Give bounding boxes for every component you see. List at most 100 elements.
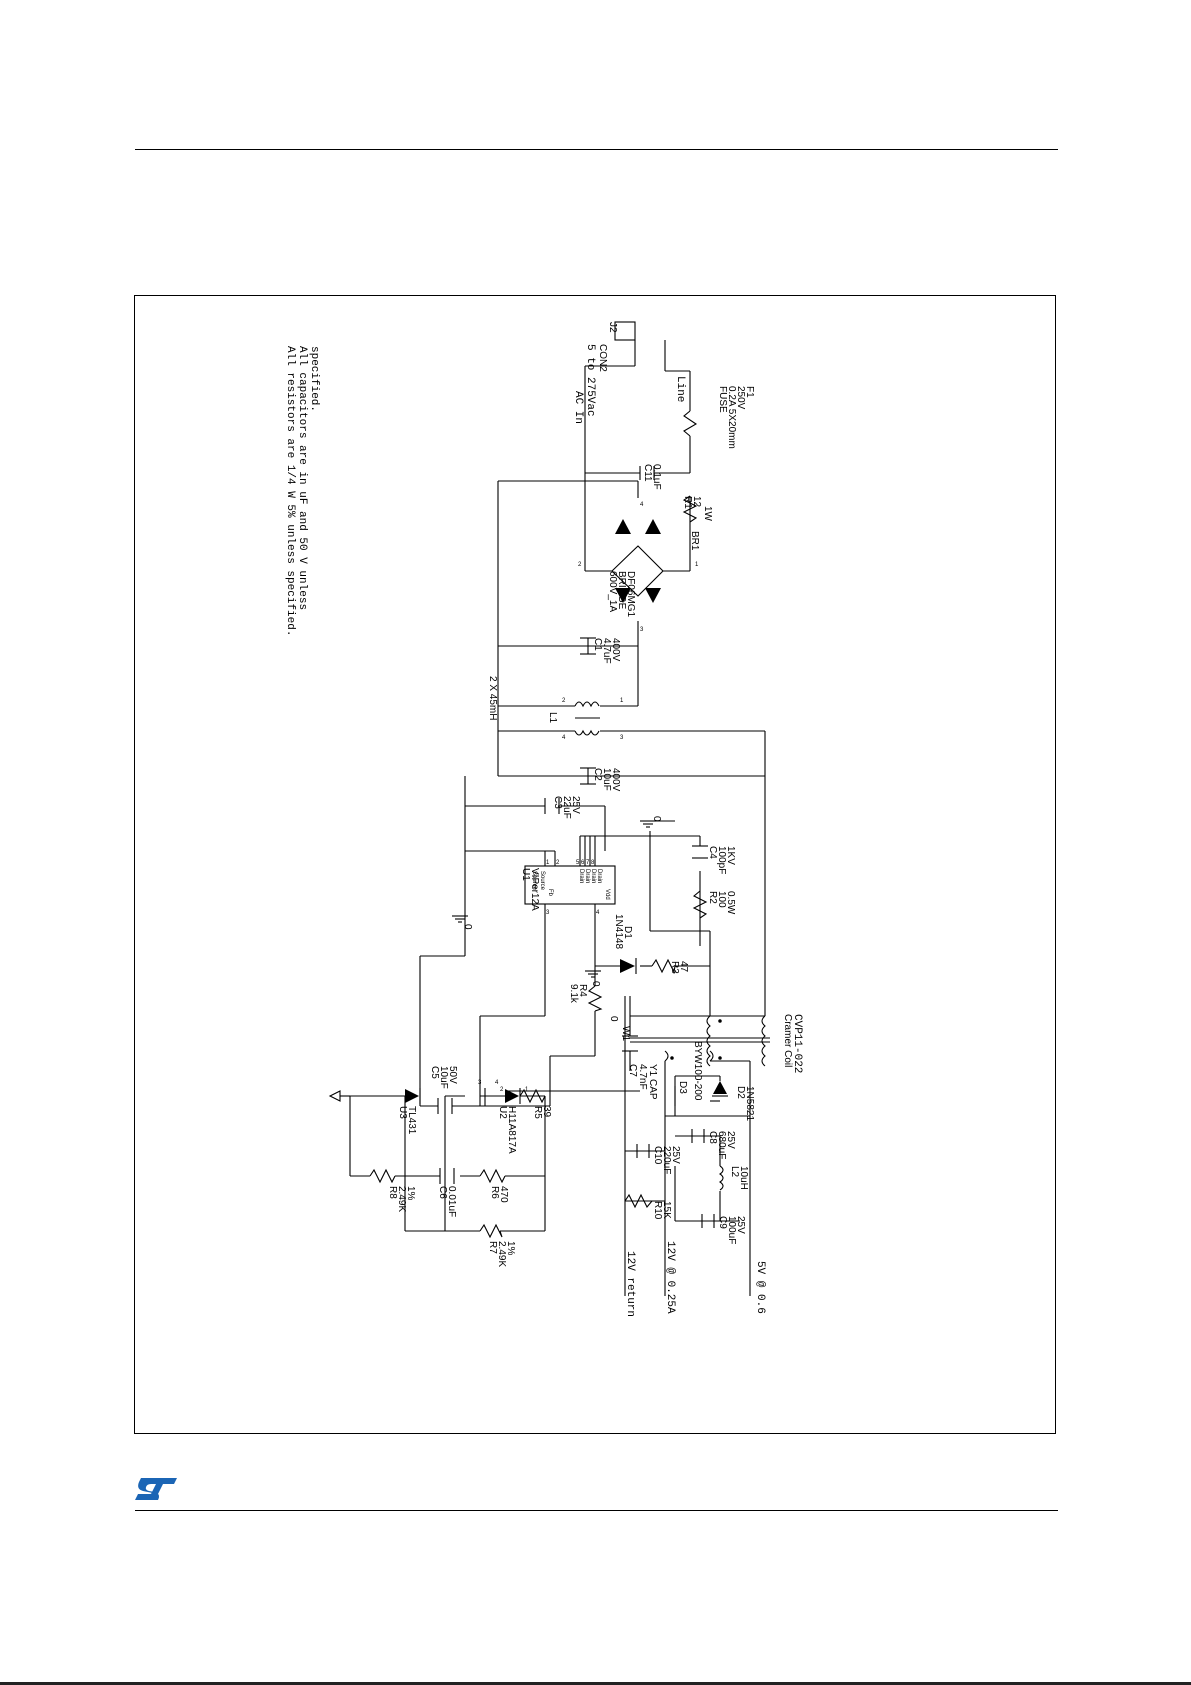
resistor-r7 xyxy=(479,1223,503,1239)
c5-label: C5 10uF 50V xyxy=(429,1066,458,1089)
svg-text:R4: R4 xyxy=(577,984,588,997)
wires xyxy=(340,340,766,1296)
footer-rule xyxy=(135,1510,1058,1511)
svg-text:R10: R10 xyxy=(652,1201,663,1220)
svg-text:1%: 1% xyxy=(505,1241,516,1256)
svg-text:F1: F1 xyxy=(744,386,755,398)
svg-text:R5: R5 xyxy=(532,1106,543,1119)
svg-text:220uF: 220uF xyxy=(661,1146,672,1174)
capacitor-c8 xyxy=(691,1129,705,1143)
transformer-label: Cramer Coil CVP11-022 xyxy=(782,1014,803,1073)
w1-label: W1 0 xyxy=(608,1016,631,1041)
svg-text:R1: R1 xyxy=(682,496,693,509)
u1-pin-1: 1 xyxy=(546,860,550,866)
svg-text:2.49K: 2.49K xyxy=(396,1186,407,1212)
svg-text:C7: C7 xyxy=(627,1064,638,1077)
u2-label: U2 H11A817A xyxy=(497,1106,517,1154)
output-12v-return: 12V return xyxy=(624,1251,636,1317)
inductor-l2 xyxy=(719,1165,724,1191)
fuse-label: FUSE 0.2A 5X20mm 250V F1 xyxy=(717,386,755,449)
c2-label: C2 10uF 400V xyxy=(592,768,621,792)
svg-text:9.1k: 9.1k xyxy=(568,984,579,1004)
u1-pin-7: 7 xyxy=(586,860,590,866)
capacitor-c1 xyxy=(580,637,596,655)
svg-text:D1: D1 xyxy=(622,926,633,939)
fuse-symbol xyxy=(683,410,698,437)
svg-text:12: 12 xyxy=(691,496,702,508)
shunt-regulator-u3 xyxy=(405,1088,421,1104)
u1-pin-3: 3 xyxy=(546,910,550,916)
u2-pin-1: 1 xyxy=(525,1087,529,1093)
br1-pin-2: 2 xyxy=(578,562,582,568)
l1-pin-3: 3 xyxy=(620,735,624,741)
svg-text:22uF: 22uF xyxy=(561,796,572,819)
line-label: Line xyxy=(674,376,686,402)
svg-text:1N5821: 1N5821 xyxy=(744,1086,755,1121)
svg-text:470: 470 xyxy=(498,1186,509,1203)
svg-text:0.1uF: 0.1uF xyxy=(651,464,662,490)
svg-text:C11: C11 xyxy=(642,464,653,482)
resistor-r1 xyxy=(682,495,698,523)
svg-text:25V: 25V xyxy=(735,1216,746,1234)
c10-label: C10 220uF 25V xyxy=(652,1146,681,1174)
header-rule xyxy=(135,149,1058,150)
capacitor-c10 xyxy=(636,1144,650,1158)
svg-text:100uF: 100uF xyxy=(726,1216,737,1244)
c4-gnd: 0 xyxy=(651,816,662,822)
r4-gnd: 0 xyxy=(590,981,601,987)
con2-ref: CON2 xyxy=(597,344,608,372)
svg-text:C2: C2 xyxy=(592,768,603,781)
resistor-r3 xyxy=(651,958,676,974)
svg-text:W1: W1 xyxy=(620,1026,631,1041)
svg-text:50V: 50V xyxy=(447,1066,458,1084)
svg-text:250V: 250V xyxy=(735,386,746,410)
diode-d1 xyxy=(620,958,637,974)
svg-text:Fb: Fb xyxy=(547,889,553,897)
capacitor-c9 xyxy=(701,1214,715,1228)
capacitor-c3 xyxy=(544,798,560,814)
note-line-2: All capacitors are in uF and 50 V unless xyxy=(296,346,308,610)
capacitor-c5 xyxy=(437,1098,453,1114)
svg-text:R2: R2 xyxy=(707,891,718,904)
svg-text:U2: U2 xyxy=(497,1106,508,1119)
resistor-r5 xyxy=(519,1088,546,1104)
con2-tag: J2 xyxy=(607,322,618,333)
svg-text:4.7uF: 4.7uF xyxy=(601,638,612,664)
page-bottom-bar xyxy=(0,1682,1191,1685)
svg-text:400V: 400V xyxy=(610,638,621,662)
resistor-r6 xyxy=(479,1168,506,1184)
c8-label: C8 680uF 25V xyxy=(707,1131,736,1159)
svg-text:1%: 1% xyxy=(405,1186,416,1201)
svg-text:25V: 25V xyxy=(725,1131,736,1149)
svg-text:Cramer Coil: Cramer Coil xyxy=(782,1014,793,1067)
svg-text:4.7nF: 4.7nF xyxy=(637,1064,648,1090)
svg-text:0.5W: 0.5W xyxy=(725,891,736,915)
svg-text:C4: C4 xyxy=(707,846,718,859)
diode-d2 xyxy=(712,1081,728,1097)
svg-text:Source: Source xyxy=(539,871,545,891)
svg-text:Drain: Drain xyxy=(578,869,584,883)
svg-text:1N4148: 1N4148 xyxy=(613,914,624,949)
svg-text:TL431: TL431 xyxy=(406,1106,417,1135)
c9-label: C9 100uF 25V xyxy=(717,1216,746,1244)
svg-text:D2: D2 xyxy=(735,1086,746,1099)
svg-text:H11A817A: H11A817A xyxy=(506,1106,517,1154)
r4-label: R4 9.1k xyxy=(568,984,588,1004)
l1-value: 2 X 45mH xyxy=(487,676,498,720)
output-5v: 5V @ 0.6 xyxy=(754,1261,766,1314)
l1-pin-1: 1 xyxy=(620,698,624,704)
resistor-r10 xyxy=(624,1193,653,1209)
resistor-r4 xyxy=(587,985,603,1012)
svg-text:BRIDGE: BRIDGE xyxy=(616,571,627,610)
br1-ref: BR1 xyxy=(689,531,700,551)
svg-text:680uF: 680uF xyxy=(716,1131,727,1159)
con2-desc: 5 to 275Vac xyxy=(584,344,596,417)
c4-label: C4 100pF 1KV xyxy=(707,846,736,874)
svg-text:CVP11-022: CVP11-022 xyxy=(791,1014,803,1073)
svg-text:C9: C9 xyxy=(717,1216,728,1229)
l1-pin-4: 4 xyxy=(562,735,566,741)
r2-label: R2 100 0.5W xyxy=(707,891,736,915)
br1-pin-1: 1 xyxy=(695,562,699,568)
inductor-l1 xyxy=(574,701,600,736)
r10-label: R10 15K xyxy=(652,1201,672,1220)
